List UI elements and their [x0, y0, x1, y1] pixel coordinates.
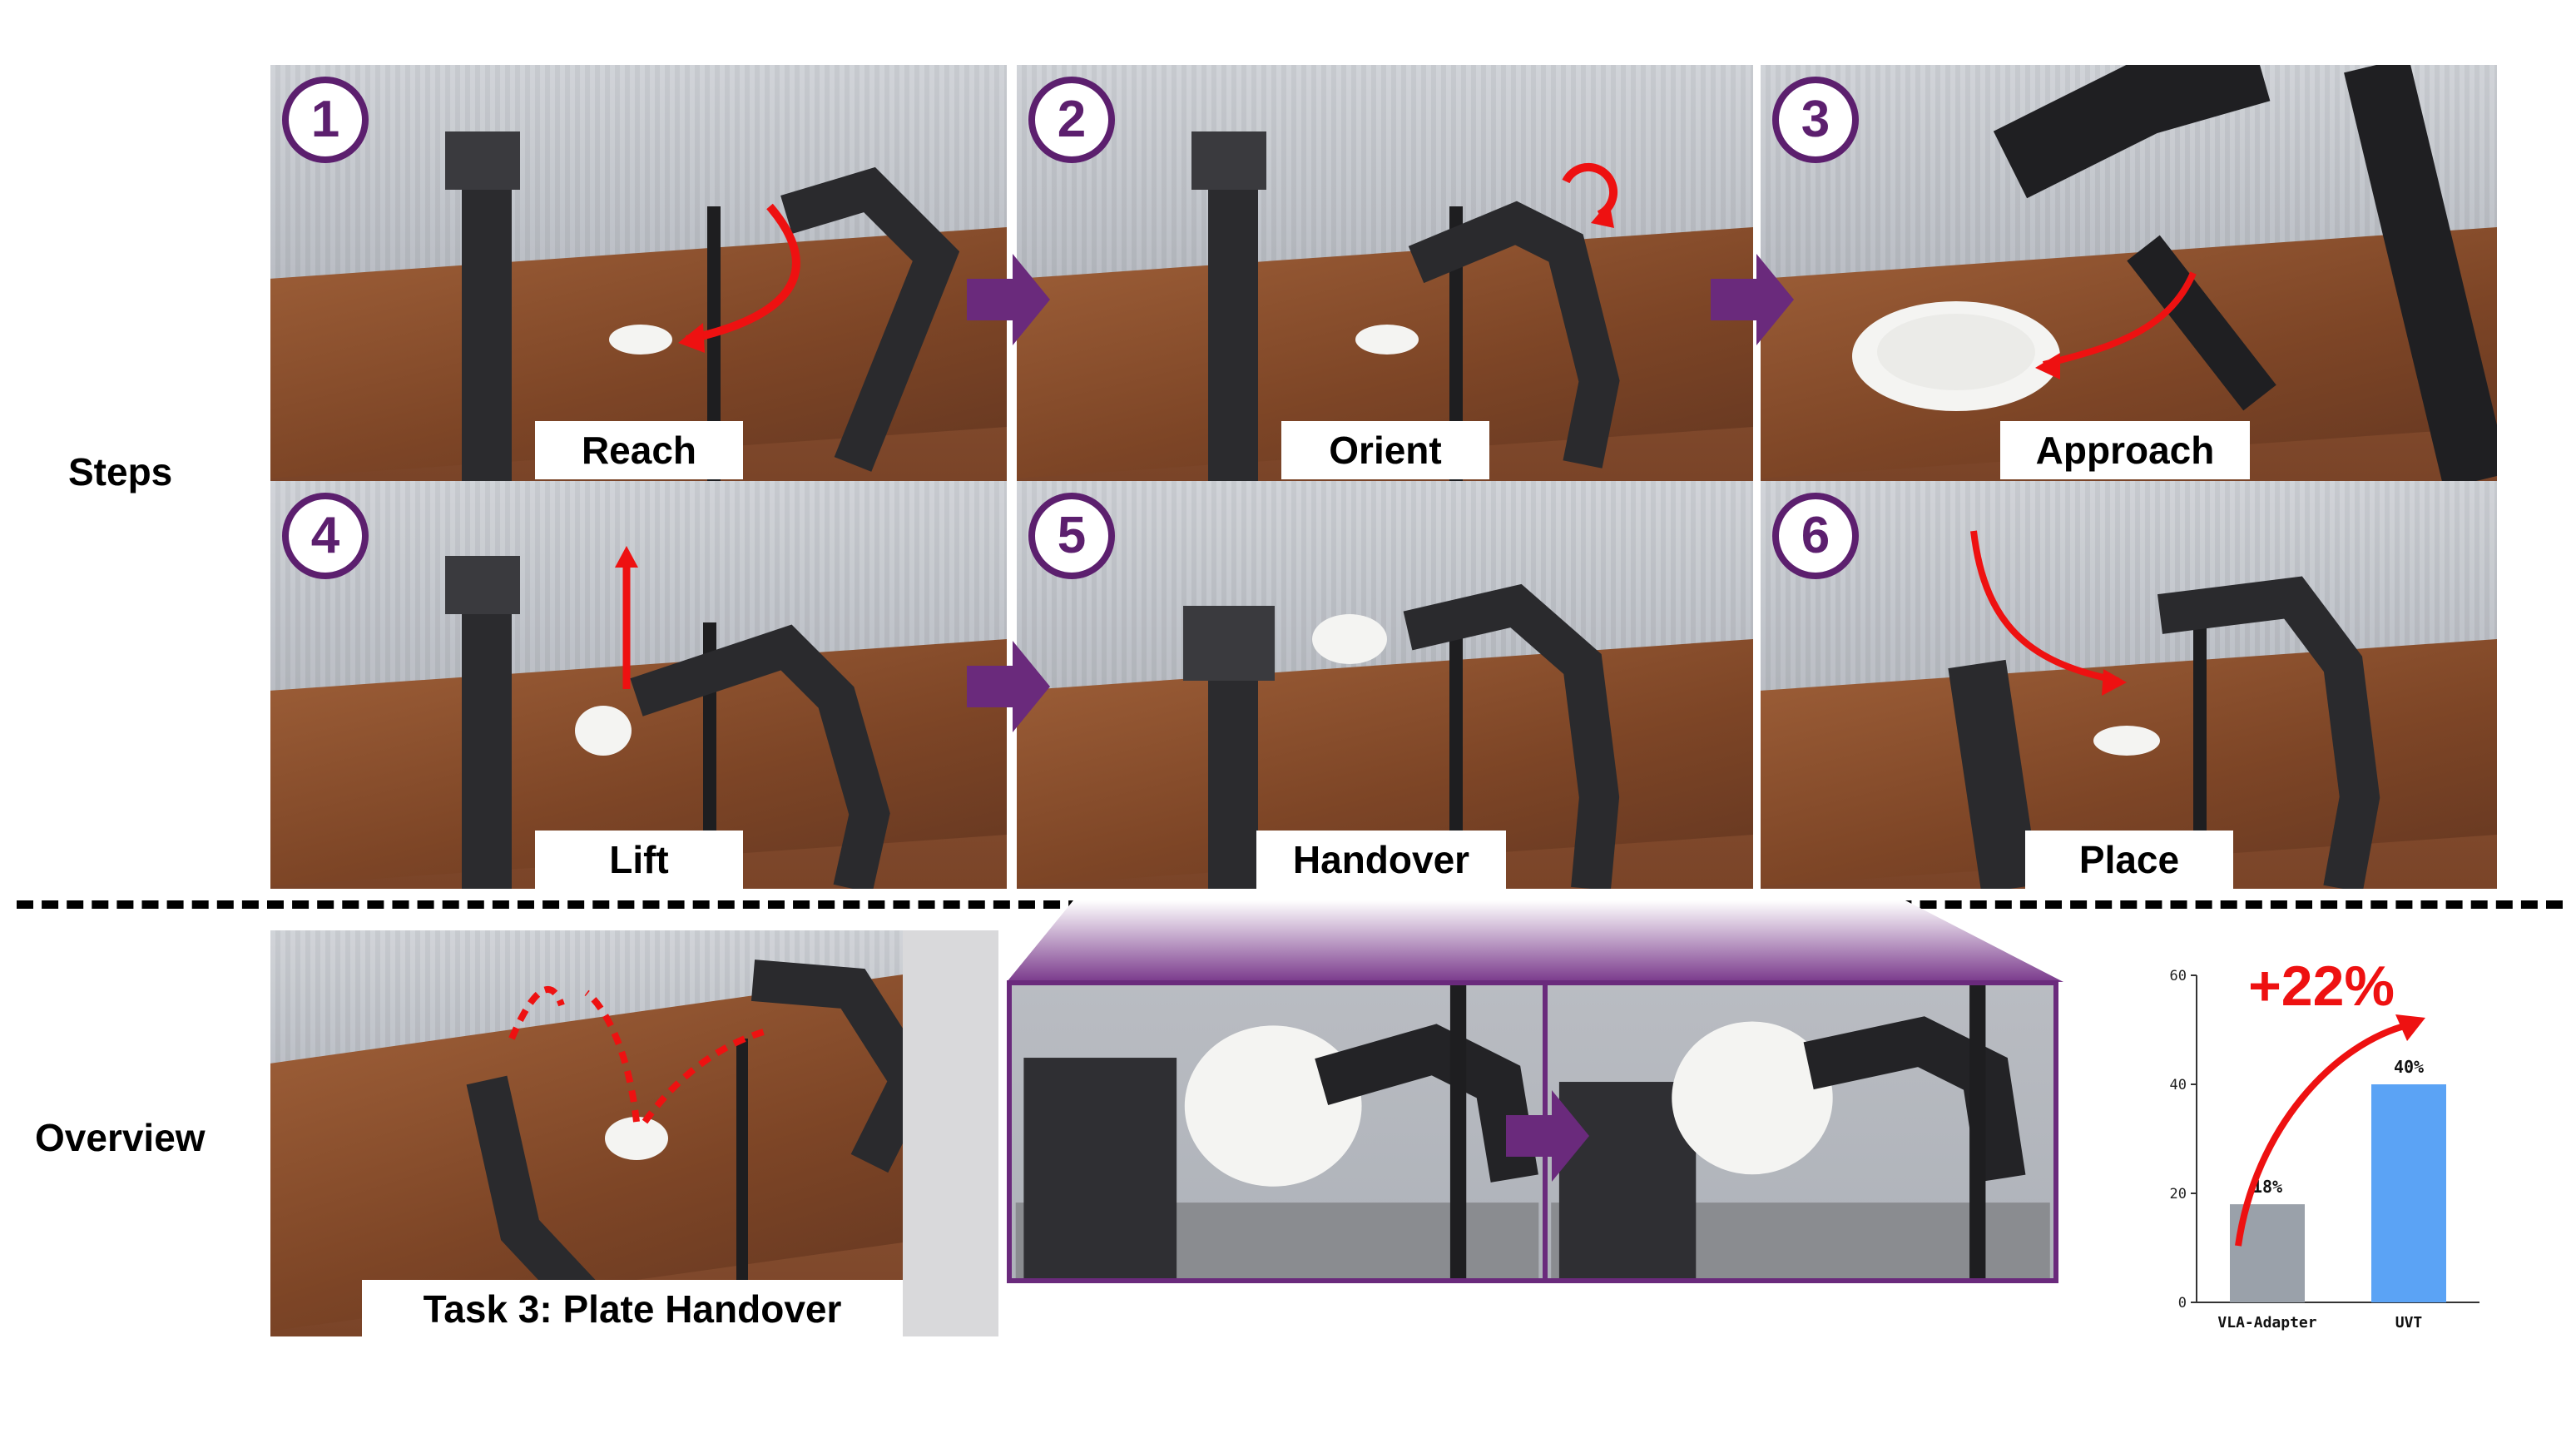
robot-scene-illustration [445, 546, 890, 889]
flow-arrow-icon [1711, 254, 1794, 345]
robot-scene-illustration [1852, 65, 2497, 481]
data-label: 40% [2394, 1057, 2424, 1077]
step-panel-6: 6 Place [1761, 481, 2497, 889]
y-tick-label: 60 [2170, 968, 2187, 984]
x-tick-label: UVT [2395, 1314, 2423, 1331]
improvement-arrowhead [2395, 1014, 2425, 1041]
step-number-badge: 5 [1028, 493, 1115, 579]
step-label: Approach [2000, 421, 2250, 479]
robot-scene-illustration [445, 131, 960, 481]
step-label: Lift [535, 831, 743, 889]
robot-scene-illustration [1191, 131, 1620, 481]
y-tick-label: 0 [2178, 1295, 2187, 1312]
zoom-frame-after [1543, 980, 2058, 1283]
handover-closeup-illustration [1015, 985, 1539, 1278]
flow-arrow-icon [1506, 1090, 1589, 1182]
step-label: Place [2025, 831, 2233, 889]
overview-row-label: Overview [35, 1116, 206, 1159]
step-panel-3: 3 Approach [1761, 65, 2497, 481]
flow-arrow-icon [967, 641, 1050, 732]
improvement-annotation: +22% [2248, 957, 2395, 1018]
step-number-badge: 4 [282, 493, 369, 579]
step-panel-5: 5 Handover [1017, 481, 1753, 889]
x-tick-label: VLA-Adapter [2217, 1314, 2316, 1331]
handover-closeup-illustration [1551, 985, 2050, 1278]
step-number-badge: 2 [1028, 77, 1115, 163]
y-tick-label: 40 [2170, 1077, 2187, 1093]
step-number-badge: 6 [1772, 493, 1859, 579]
overview-panel: Task 3: Plate Handover [270, 930, 998, 1336]
y-tick-label: 20 [2170, 1186, 2187, 1202]
robot-scene-illustration [466, 930, 998, 1336]
flow-arrow-icon [967, 254, 1050, 345]
step-number-badge: 1 [282, 77, 369, 163]
step-label: Handover [1256, 831, 1506, 889]
step-panel-1: 1 Reach [270, 65, 1007, 481]
bar [2371, 1084, 2446, 1302]
robot-scene-illustration [1948, 530, 2380, 889]
robot-scene-illustration [1183, 583, 1620, 889]
step-label: Orient [1281, 421, 1489, 479]
task-label: Task 3: Plate Handover [362, 1280, 903, 1336]
improvement-arrow [2235, 1021, 2411, 1247]
zoom-frame-before [1007, 980, 1548, 1283]
step-label: Reach [535, 421, 743, 479]
zoom-callout [1007, 900, 2063, 982]
step-panel-4: 4 Lift [270, 481, 1007, 889]
step-number-badge: 3 [1772, 77, 1859, 163]
steps-row-label: Steps [68, 450, 173, 493]
step-panel-2: 2 Orient [1017, 65, 1753, 481]
